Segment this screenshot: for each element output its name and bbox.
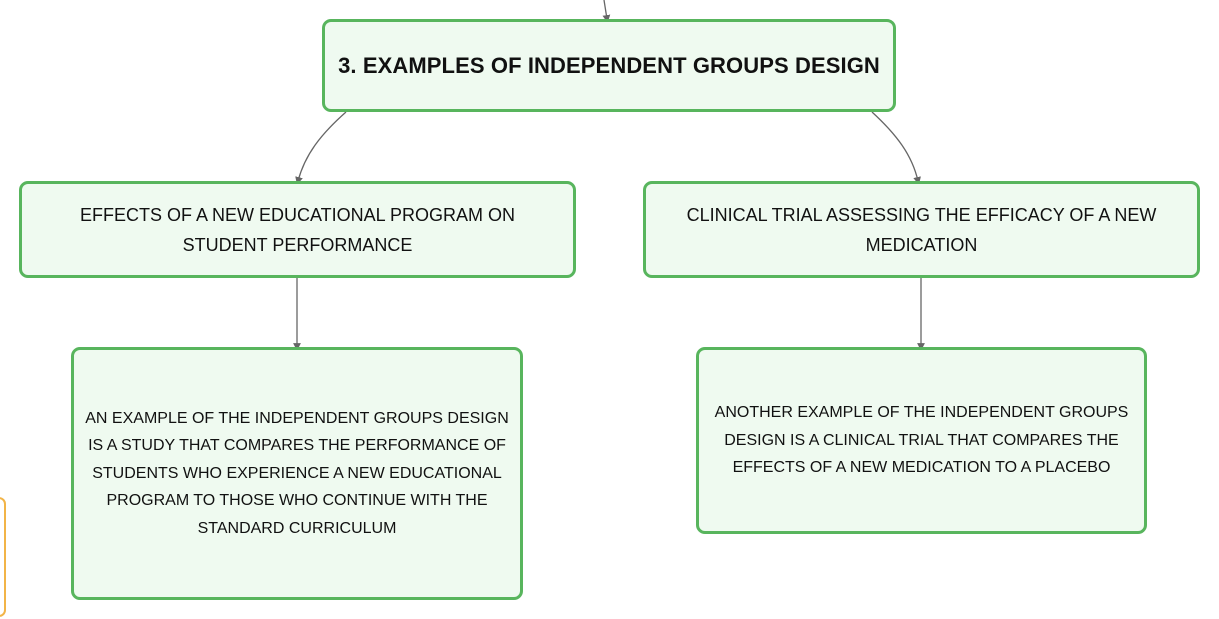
root-node-label: 3. EXAMPLES OF INDEPENDENT GROUPS DESIGN: [338, 52, 880, 78]
root-node[interactable]: 3. EXAMPLES OF INDEPENDENT GROUPS DESIGN: [322, 19, 896, 112]
connector-root-to-right-branch: [871, 111, 921, 185]
connector-root-to-left-branch: [295, 111, 347, 185]
branch-node-label: EFFECTS OF A NEW EDUCATIONAL PROGRAM ON …: [79, 204, 516, 255]
branch-node-label: CLINICAL TRIAL ASSESSING THE EFFICACY OF…: [686, 204, 1157, 255]
connector-parent-to-root: [602, 0, 611, 23]
detail-node-educational-program[interactable]: AN EXAMPLE OF THE INDEPENDENT GROUPS DES…: [71, 347, 523, 600]
detail-node-text: AN EXAMPLE OF THE INDEPENDENT GROUPS DES…: [85, 409, 509, 537]
branch-node-educational-program[interactable]: EFFECTS OF A NEW EDUCATIONAL PROGRAM ON …: [19, 181, 576, 278]
detail-node-text: ANOTHER EXAMPLE OF THE INDEPENDENT GROUP…: [714, 404, 1129, 477]
detail-node-clinical-trial[interactable]: ANOTHER EXAMPLE OF THE INDEPENDENT GROUP…: [696, 347, 1147, 534]
side-panel-tab[interactable]: [0, 497, 6, 617]
branch-node-clinical-trial[interactable]: CLINICAL TRIAL ASSESSING THE EFFICACY OF…: [643, 181, 1200, 278]
